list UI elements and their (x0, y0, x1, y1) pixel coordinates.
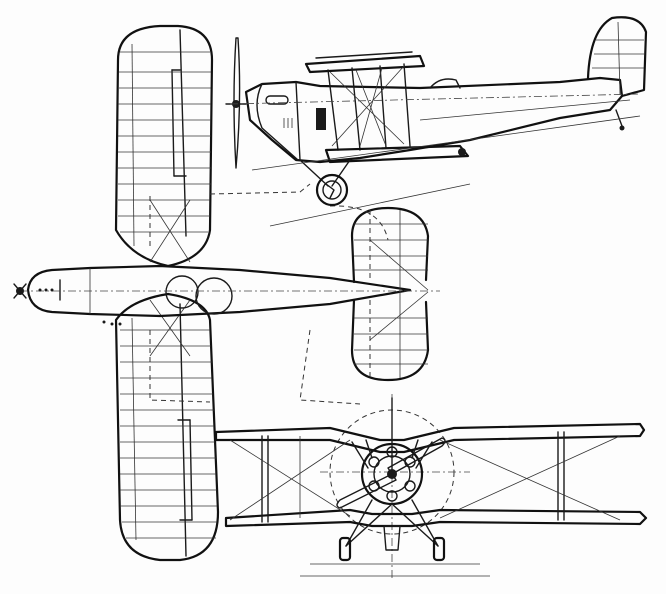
projection-lines (149, 183, 389, 405)
plan-wing-ribs-upper (118, 51, 211, 233)
propeller-icon (225, 37, 247, 169)
plan-fuselage (13, 264, 440, 326)
plan-view (13, 24, 440, 562)
plan-wing (114, 24, 220, 562)
front-wheel-left (338, 536, 352, 562)
side-struts (327, 63, 411, 151)
wheel-icon (315, 173, 349, 207)
front-wheel-right (432, 536, 446, 562)
front-propeller-icon (336, 397, 446, 509)
front-view (214, 394, 648, 580)
side-view (225, 16, 648, 227)
plan-wing-ribs-lower (120, 329, 217, 539)
plan-tailplane (350, 206, 430, 382)
